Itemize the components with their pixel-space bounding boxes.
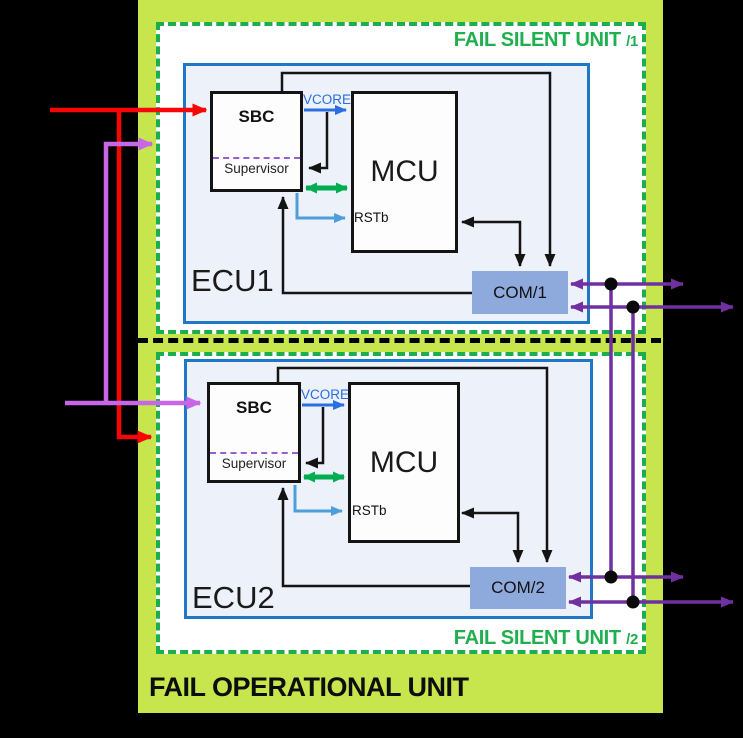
ecu1-mcu-title: MCU [370, 155, 439, 188]
ecu1-sbc-title: SBC [238, 107, 275, 126]
ecu1-label: ECU1 [191, 263, 274, 298]
ecu1-supervisor-divider [213, 157, 300, 159]
fail-silent-unit-1-suffix: /1 [626, 33, 638, 50]
ecu1-supervisor-label: Supervisor [224, 161, 289, 176]
ecu2-com-box: COM/2 [470, 567, 566, 609]
ecu2-supervisor-label: Supervisor [221, 456, 287, 471]
ecu2-mcu-box: MCU [348, 382, 460, 543]
ecu1-com-box: COM/1 [472, 271, 568, 314]
ecu2-vcore-label: VCORE [301, 387, 350, 402]
ecu2-rstb-label: RSTb [352, 503, 387, 518]
ecu1-com-title: COM/1 [493, 282, 547, 302]
ecu2-supervisor-divider [210, 452, 298, 454]
ecu1-rstb-label: RSTb [354, 210, 389, 225]
fail-silent-units-separator [138, 338, 661, 343]
fail-silent-unit-1-label: FAIL SILENT UNIT /1 [453, 29, 639, 51]
ecu2-sbc-title: SBC [236, 398, 272, 417]
ecu1-sbc-box: SBC Supervisor [210, 91, 303, 192]
ecu2-mcu-title: MCU [369, 445, 439, 479]
ecu1-mcu-box: MCU [351, 91, 458, 253]
ecu2-label: ECU2 [192, 580, 275, 615]
fail-silent-unit-2-suffix: /2 [626, 631, 638, 648]
ecu2-com-title: COM/2 [491, 578, 545, 597]
fail-operational-unit-label: FAIL OPERATIONAL UNIT [149, 672, 469, 702]
ecu2-sbc-box: SBC Supervisor [207, 382, 301, 483]
ecu1-vcore-label: VCORE [303, 92, 352, 107]
fail-silent-unit-2-label: FAIL SILENT UNIT /2 [453, 627, 639, 649]
